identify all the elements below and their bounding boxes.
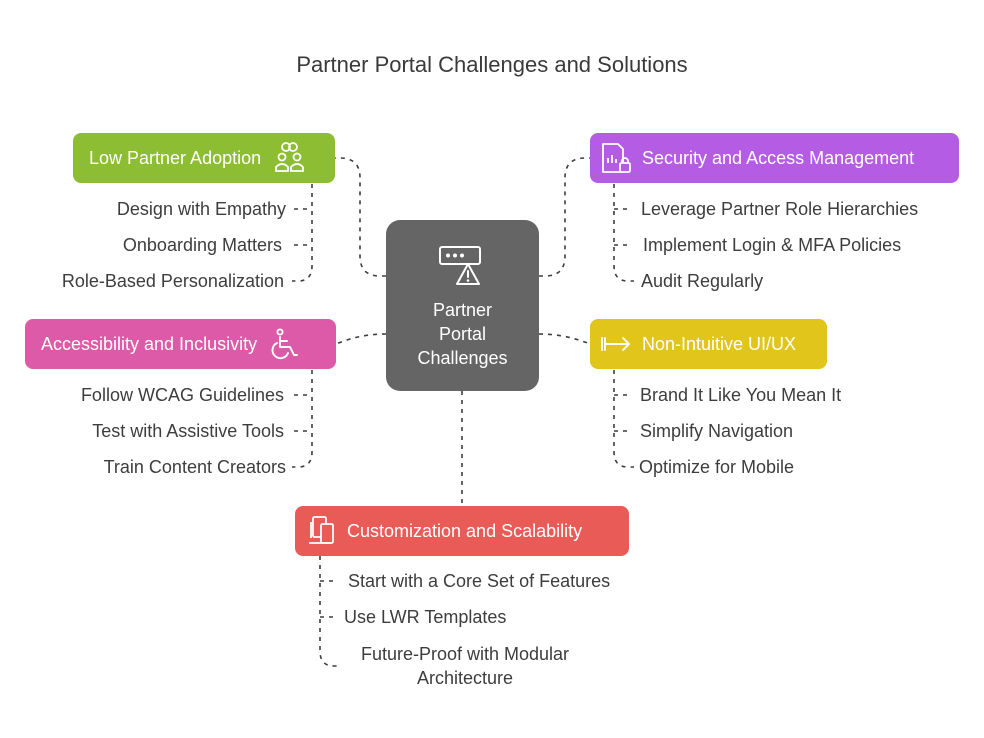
tree-accessibility: [292, 370, 313, 468]
tree-security: [613, 184, 634, 282]
connector-ui: [538, 333, 591, 345]
center-label: Partner Portal Challenges: [417, 300, 508, 368]
item-core-set-features: Start with a Core Set of Features: [348, 571, 611, 591]
item-future-proof-modular: Future-Proof with Modular Architecture: [360, 644, 570, 688]
category-label: Security and Access Management: [642, 147, 915, 168]
tree-ui: [613, 370, 634, 468]
secure-document-icon: [602, 143, 631, 173]
item-train-content-creators: Train Content Creators: [103, 457, 286, 477]
tree-custom: [319, 556, 340, 667]
users-icon: [275, 142, 305, 172]
category-label: Accessibility and Inclusivity: [41, 333, 258, 354]
category-label: Customization and Scalability: [347, 520, 583, 541]
item-brand-it: Brand It Like You Mean It: [640, 385, 842, 405]
item-leverage-role-hierarchies: Leverage Partner Role Hierarchies: [641, 199, 919, 219]
item-follow-wcag: Follow WCAG Guidelines: [80, 385, 284, 405]
item-lwr-templates: Use LWR Templates: [344, 607, 507, 627]
item-audit-regularly: Audit Regularly: [641, 271, 764, 291]
category-security-and-access: Security and Access Management: [590, 133, 959, 183]
arrow-right-icon: [601, 337, 630, 351]
devices-icon: [309, 516, 334, 544]
item-design-with-empathy: Design with Empathy: [116, 199, 286, 219]
category-label: Low Partner Adoption: [89, 147, 262, 168]
category-accessibility-and-inclusivity: Accessibility and Inclusivity: [25, 319, 336, 369]
connector-accessibility: [335, 333, 387, 345]
item-onboarding-matters: Onboarding Matters: [122, 235, 282, 255]
tree-adoption: [292, 184, 313, 282]
item-simplify-navigation: Simplify Navigation: [640, 421, 794, 441]
center-node: Partner Portal Challenges: [386, 220, 539, 391]
item-role-based-personalization: Role-Based Personalization: [61, 271, 284, 291]
category-low-partner-adoption: Low Partner Adoption: [73, 133, 335, 183]
item-login-mfa-policies: Implement Login & MFA Policies: [643, 235, 902, 255]
warning-screen-icon: [439, 246, 481, 285]
diagram-title: Partner Portal Challenges and Solutions: [296, 52, 688, 77]
category-non-intuitive-ui: Non-Intuitive UI/UX: [590, 319, 827, 369]
connector-adoption: [335, 157, 386, 277]
item-optimize-mobile: Optimize for Mobile: [639, 457, 795, 477]
wheelchair-icon: [271, 328, 299, 360]
category-label: Non-Intuitive UI/UX: [642, 333, 797, 354]
category-customization-and-scalability: Customization and Scalability: [295, 506, 629, 556]
connector-security: [539, 157, 590, 277]
item-test-assistive-tools: Test with Assistive Tools: [92, 421, 284, 441]
